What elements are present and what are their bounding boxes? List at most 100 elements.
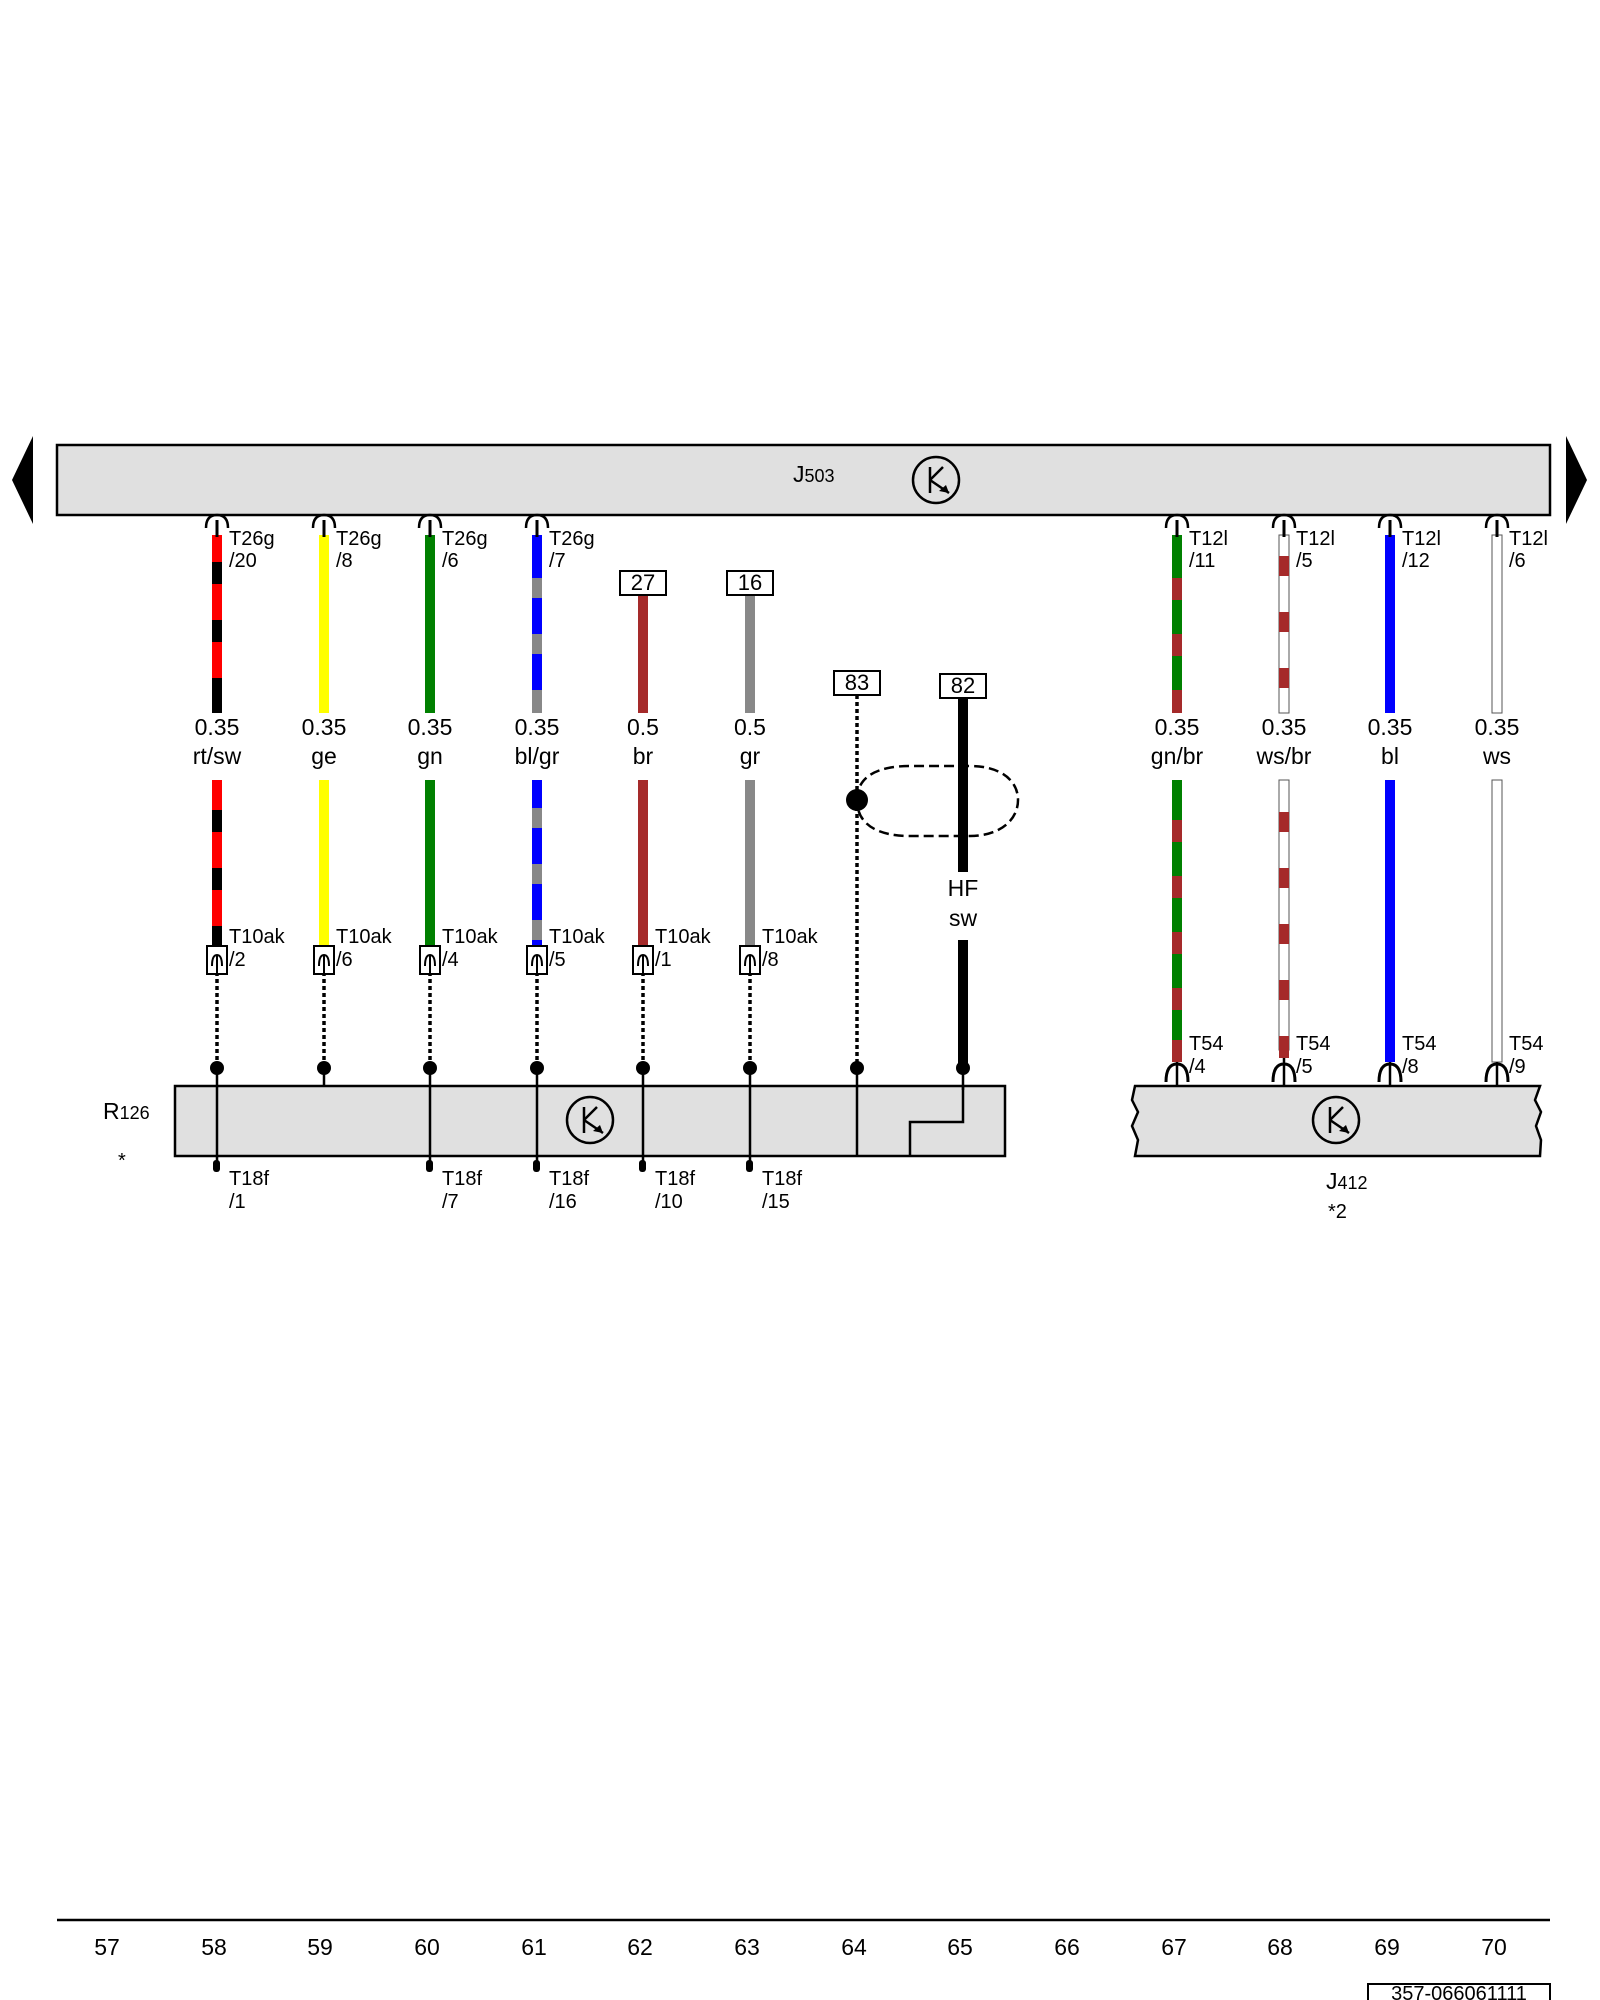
reference-box-16[interactable] xyxy=(726,570,774,596)
connector-t12l-11-icon xyxy=(1164,513,1190,537)
wire-67[interactable] xyxy=(1172,535,1182,1086)
component-r126[interactable]: R126 * xyxy=(103,1068,1007,1172)
connector-t10ak-8-icon xyxy=(739,945,761,975)
mid-connector-59: T10ak xyxy=(336,926,393,948)
r126-note: * xyxy=(118,1150,126,1172)
size-59: 0.35 xyxy=(302,714,347,740)
top-connector-70: T12l xyxy=(1509,528,1548,550)
previous-page-arrow-icon[interactable] xyxy=(12,436,33,524)
top-pin-58: /20 xyxy=(229,550,257,572)
mid-connector-60: T10ak xyxy=(442,926,499,948)
mid-pin-61: /5 xyxy=(549,949,566,971)
bottom-pin-67: /4 xyxy=(1189,1056,1206,1078)
hf-color-code: sw xyxy=(949,905,978,931)
bottom-connector-62: T18f xyxy=(655,1168,695,1190)
size-63: 0.5 xyxy=(734,714,766,740)
column-number: 58 xyxy=(201,1934,227,1960)
wire-65-hf[interactable] xyxy=(956,698,970,1090)
mid-pin-60: /4 xyxy=(442,949,459,971)
bottom-pin-68: /5 xyxy=(1296,1056,1313,1078)
color-code-67: gn/br xyxy=(1151,743,1204,769)
reference-box-83[interactable] xyxy=(833,670,881,696)
bottom-pin-69: /8 xyxy=(1402,1056,1419,1078)
top-pin-70: /6 xyxy=(1509,550,1526,572)
column-number: 65 xyxy=(947,1934,973,1960)
reference-box-27[interactable] xyxy=(619,570,667,596)
bottom-connector-60: T18f xyxy=(442,1168,482,1190)
component-j412[interactable]: J412 *2 xyxy=(1130,1084,1543,1223)
mid-connector-61: T10ak xyxy=(549,926,606,948)
reference-27-label: 27 xyxy=(631,570,655,595)
bottom-pin-70: /9 xyxy=(1509,1056,1526,1078)
bottom-pin-60: /7 xyxy=(442,1191,459,1213)
wire-63[interactable] xyxy=(743,595,757,1172)
top-pin-59: /8 xyxy=(336,550,353,572)
top-connector-59: T26g xyxy=(336,528,382,550)
wire-62[interactable] xyxy=(636,595,650,1172)
r126-name: R xyxy=(103,1098,120,1124)
next-page-arrow-icon[interactable] xyxy=(1566,436,1587,524)
column-number: 61 xyxy=(521,1934,547,1960)
connector-t26g-6-icon xyxy=(417,513,443,537)
wire-64[interactable] xyxy=(846,695,868,1075)
connector-t10ak-1-icon xyxy=(632,945,654,975)
component-j503[interactable]: J503 xyxy=(55,443,1552,517)
color-code-68: ws/br xyxy=(1256,743,1312,769)
color-code-59: ge xyxy=(311,743,337,769)
hf-label: HF xyxy=(948,875,979,901)
size-67: 0.35 xyxy=(1155,714,1200,740)
column-number: 60 xyxy=(414,1934,440,1960)
connector-t12l-5-icon xyxy=(1271,513,1297,537)
bottom-connector-68: T54 xyxy=(1296,1033,1330,1055)
doc-id-box xyxy=(1367,1983,1551,2000)
footer-column-numbers: 57 58 59 60 61 62 63 64 65 66 67 68 69 7… xyxy=(94,1934,1507,1960)
size-61: 0.35 xyxy=(515,714,560,740)
bottom-connector-58: T18f xyxy=(229,1168,269,1190)
color-code-70: ws xyxy=(1482,743,1511,769)
bottom-pin-63: /15 xyxy=(762,1191,790,1213)
top-pin-60: /6 xyxy=(442,550,459,572)
connector-t12l-6-icon xyxy=(1484,513,1510,537)
mid-pin-58: /2 xyxy=(229,949,246,971)
reference-83-label: 83 xyxy=(845,670,869,695)
size-70: 0.35 xyxy=(1475,714,1520,740)
wire-60[interactable] xyxy=(423,535,437,1172)
cable-shield-loop xyxy=(855,764,1020,838)
connector-t54-8-icon xyxy=(1377,1062,1403,1083)
top-pin-61: /7 xyxy=(549,550,566,572)
reference-box-82[interactable] xyxy=(939,673,987,699)
j412-control-unit-icon xyxy=(1311,1095,1361,1145)
wire-69[interactable] xyxy=(1385,535,1395,1086)
color-code-58: rt/sw xyxy=(193,743,242,769)
mid-pin-59: /6 xyxy=(336,949,353,971)
column-number: 67 xyxy=(1161,1934,1187,1960)
mid-connector-62: T10ak xyxy=(655,926,712,948)
column-number: 66 xyxy=(1054,1934,1080,1960)
color-code-60: gn xyxy=(417,743,443,769)
wire-61[interactable] xyxy=(530,535,544,1172)
mid-connector-58: T10ak xyxy=(229,926,286,948)
bottom-pin-62: /10 xyxy=(655,1191,683,1213)
connector-t10ak-2-icon xyxy=(206,945,228,975)
bottom-connector-69: T54 xyxy=(1402,1033,1436,1055)
top-pin-68: /5 xyxy=(1296,550,1313,572)
color-code-63: gr xyxy=(740,743,761,769)
size-69: 0.35 xyxy=(1368,714,1413,740)
connector-t10ak-6-icon xyxy=(313,945,335,975)
size-60: 0.35 xyxy=(408,714,453,740)
column-number: 68 xyxy=(1267,1934,1293,1960)
top-connector-68: T12l xyxy=(1296,528,1335,550)
wire-68[interactable] xyxy=(1278,534,1290,1086)
bottom-connector-67: T54 xyxy=(1189,1033,1223,1055)
bottom-connector-61: T18f xyxy=(549,1168,589,1190)
wire-70[interactable] xyxy=(1491,534,1503,1086)
wire-59[interactable] xyxy=(317,535,331,1086)
color-code-69: bl xyxy=(1381,743,1399,769)
column-number: 59 xyxy=(307,1934,333,1960)
top-connector-61: T26g xyxy=(549,528,595,550)
connector-t26g-20-icon xyxy=(204,513,230,537)
wire-58[interactable] xyxy=(210,535,224,1172)
reference-16-label: 16 xyxy=(738,570,762,595)
column-number: 63 xyxy=(734,1934,760,1960)
